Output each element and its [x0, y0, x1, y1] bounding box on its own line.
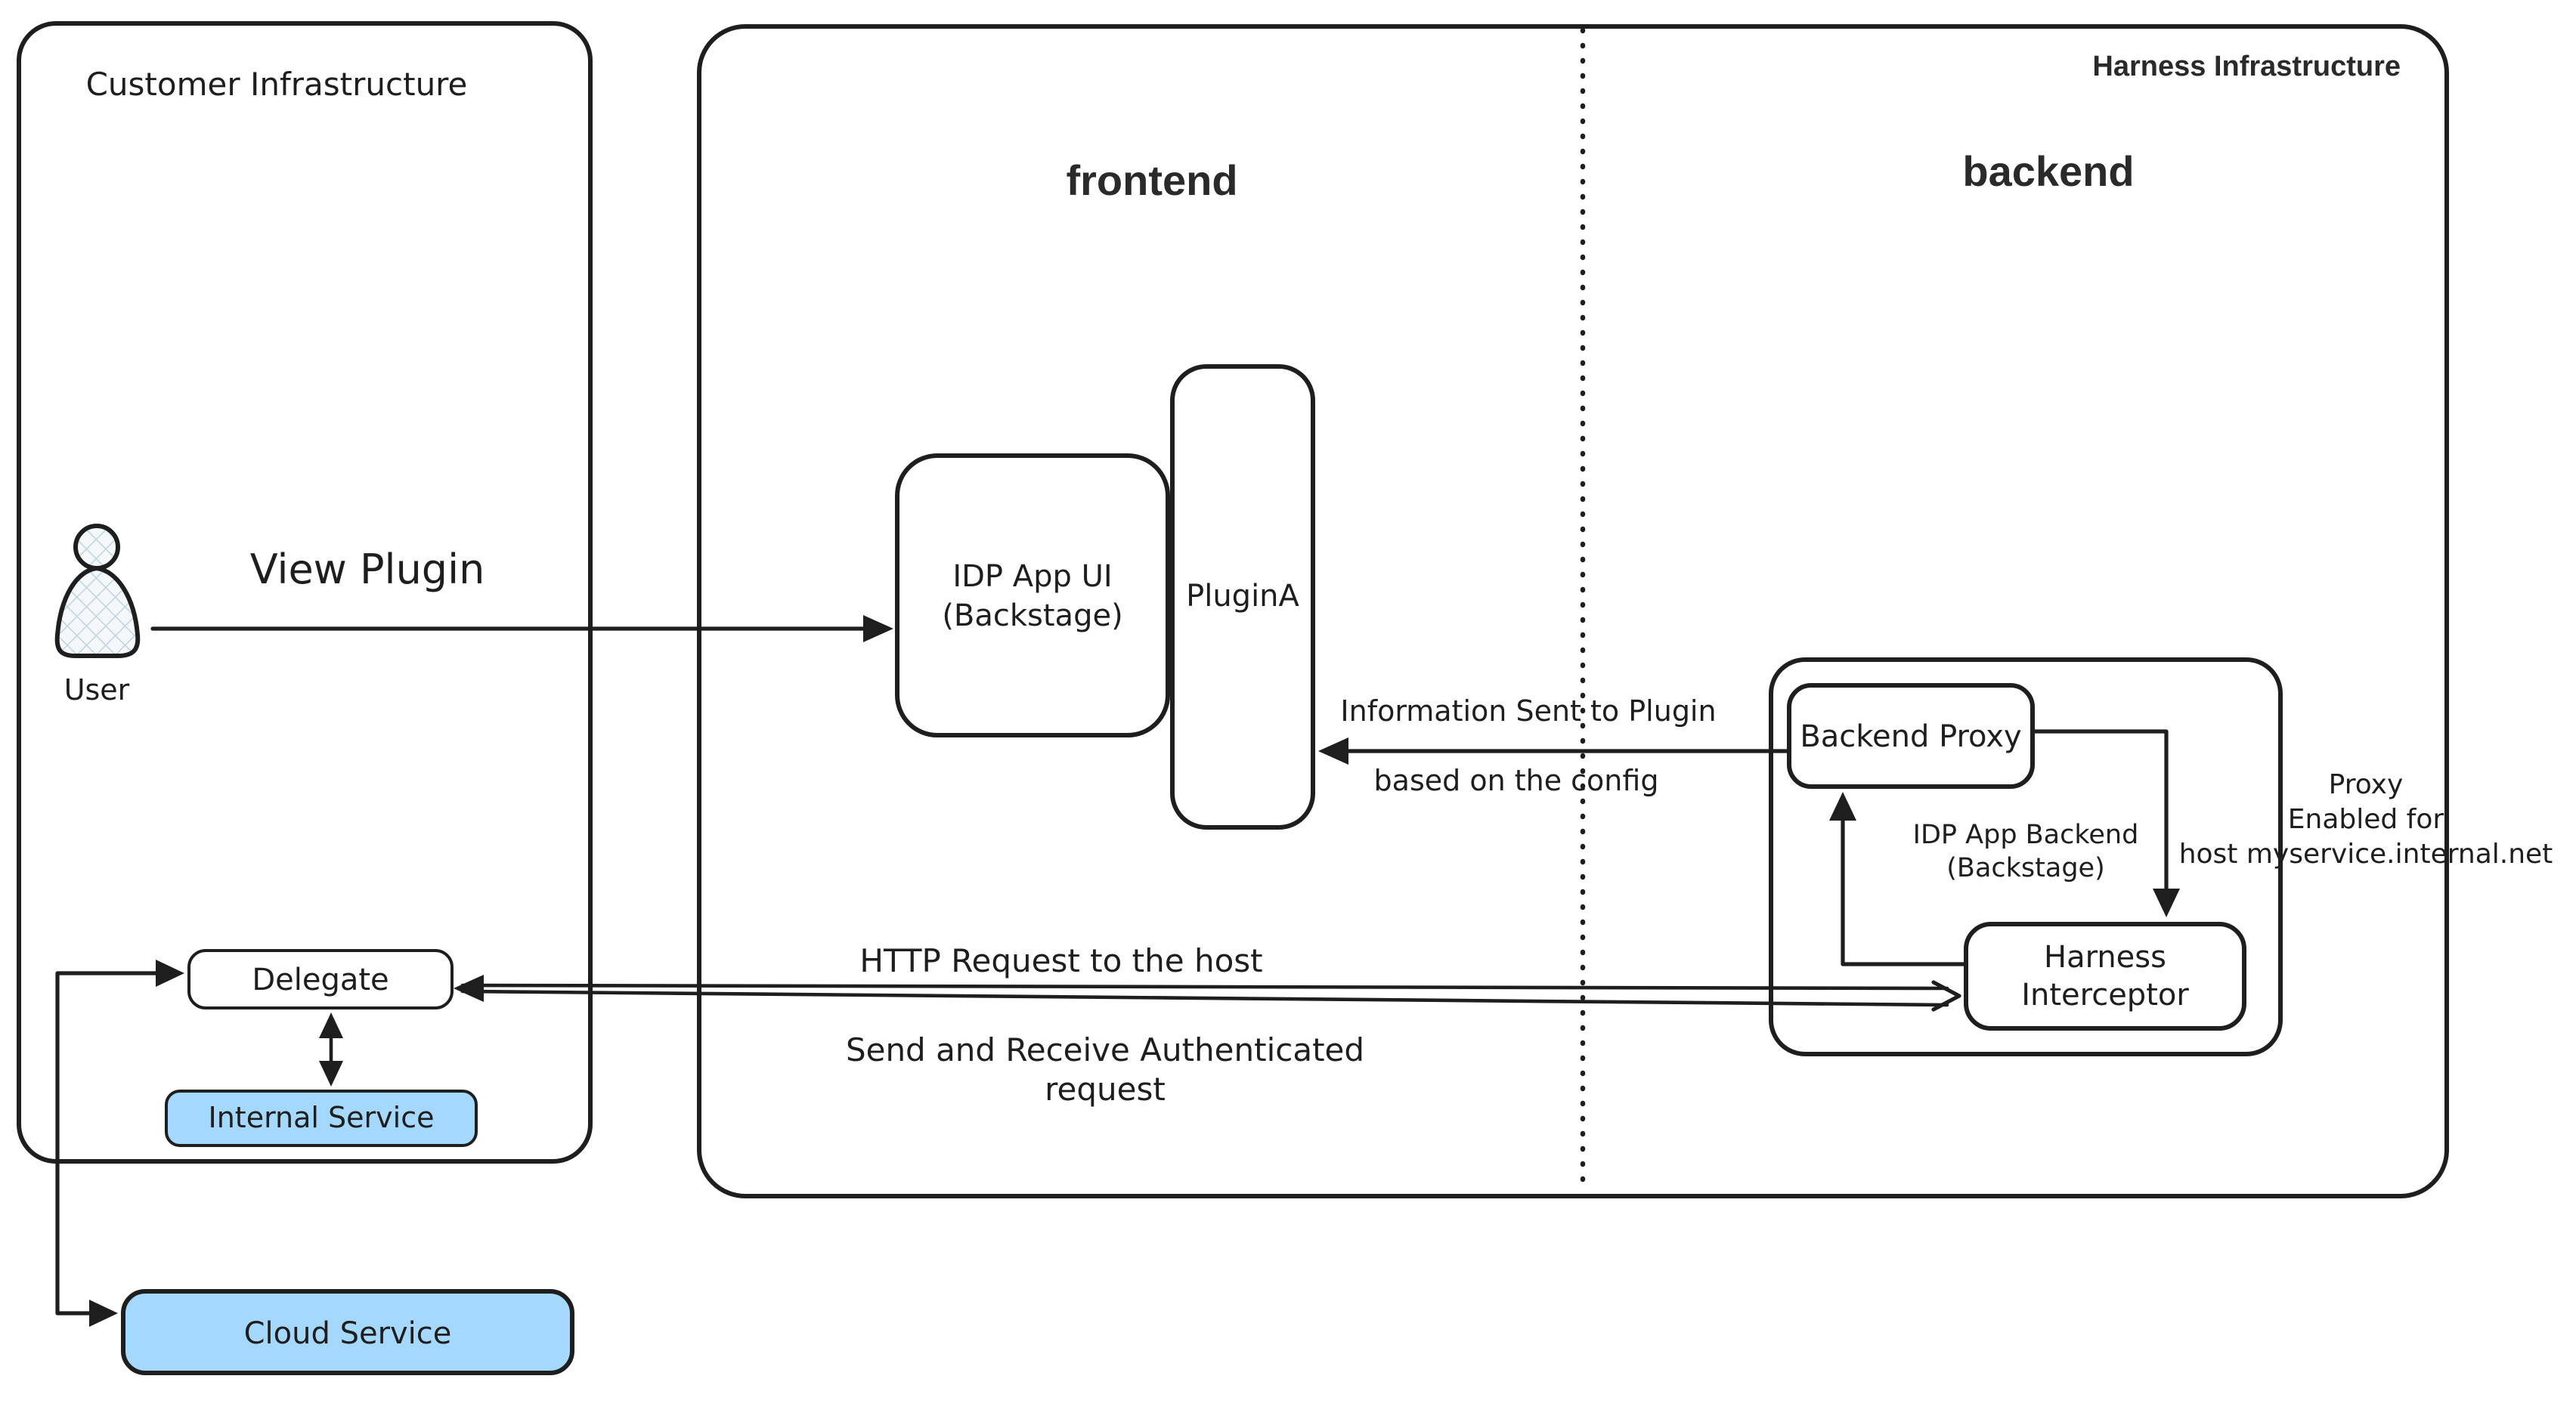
- idp-app-ui-label: IDP App UI(Backstage): [942, 558, 1123, 633]
- arrow-delegate-cloud: [55, 960, 184, 1327]
- delegate-box: [187, 949, 454, 1009]
- arrow-delegate-internal: [319, 1013, 343, 1087]
- cloud-service-box: [121, 1289, 574, 1375]
- internal-service-label: Internal Service: [208, 1102, 435, 1135]
- cloud-service-label: Cloud Service: [243, 1314, 452, 1350]
- backend-proxy-box: [1787, 683, 2035, 789]
- arrow-view-plugin: [150, 615, 893, 642]
- info-sent-label-line2: based on the config: [1373, 765, 1659, 798]
- arrow-interceptor-to-proxy: [1829, 792, 1966, 966]
- harness-interceptor-box: [1964, 922, 2246, 1031]
- info-sent-label-line1: Information Sent to Plugin: [1340, 695, 1717, 728]
- idp-app-backend-box: [1769, 657, 2283, 1056]
- idp-app-ui-box: [895, 453, 1170, 737]
- frontend-label: frontend: [1066, 157, 1238, 204]
- plugin-a-label: PluginA: [1186, 577, 1299, 614]
- view-plugin-label: View Plugin: [249, 547, 485, 594]
- customer-infrastructure-box: [17, 21, 593, 1164]
- delegate-label: Delegate: [252, 961, 389, 997]
- http-request-label: HTTP Request to the host: [859, 943, 1263, 979]
- idp-app-backend-label: IDP App Backend(Backstage): [1912, 821, 2139, 884]
- arrow-info-sent: [1318, 737, 1789, 765]
- plugin-a-box: [1170, 364, 1315, 830]
- harness-infrastructure-title: Harness Infrastructure: [2092, 51, 2401, 83]
- customer-infrastructure-title: Customer Infrastructure: [85, 66, 468, 103]
- user-label: User: [63, 674, 130, 707]
- arrow-http-request: [454, 975, 1961, 1012]
- backend-label: backend: [1962, 148, 2135, 195]
- proxy-note: Proxy Enabled for host myservice.interna…: [2178, 769, 2553, 870]
- backend-proxy-label: Backend Proxy: [1800, 718, 2022, 754]
- user-icon: [54, 524, 141, 658]
- harness-infrastructure-box: [697, 24, 2449, 1198]
- arrow-proxy-to-interceptor: [2033, 729, 2180, 917]
- internal-service-box: [165, 1090, 478, 1147]
